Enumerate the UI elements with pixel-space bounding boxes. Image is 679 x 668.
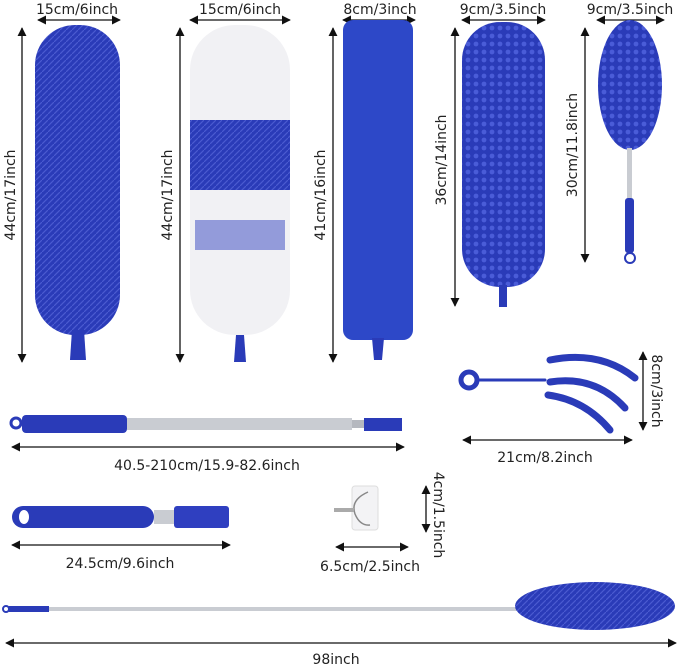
duster2-width-label: 15cm/6inch xyxy=(199,2,281,18)
pad-height-label: 41cm/16inch xyxy=(313,149,329,240)
duster-blue-large xyxy=(35,25,120,360)
chenille-height-label: 36cm/14inch xyxy=(434,114,450,205)
microfiber-pad xyxy=(343,20,413,360)
hook-width-label: 6.5cm/2.5inch xyxy=(320,559,420,575)
duster1-width-label: 15cm/6inch xyxy=(36,2,118,18)
blind-cleaner xyxy=(458,353,639,434)
pad-width-label: 8cm/3inch xyxy=(343,2,416,18)
short-handle xyxy=(12,506,229,528)
pole-length-label: 40.5-210cm/15.9-82.6inch xyxy=(114,458,300,474)
dimension-labels: 15cm/6inch 44cm/17inch 15cm/6inch 44cm/1… xyxy=(3,2,673,668)
assembled-duster xyxy=(2,582,675,630)
telescopic-pole xyxy=(9,415,402,433)
blind-height-label: 8cm/3inch xyxy=(648,354,664,427)
mini-height-label: 30cm/11.8inch xyxy=(565,93,581,197)
duster-white-blue xyxy=(190,25,290,362)
duster2-height-label: 44cm/17inch xyxy=(160,149,176,240)
mini-chenille-duster xyxy=(598,20,662,264)
mini-width-label: 9cm/3.5inch xyxy=(587,2,674,18)
bending-hook xyxy=(334,485,379,531)
dimension-arrows xyxy=(5,15,677,648)
chenille-width-label: 9cm/3.5inch xyxy=(460,2,547,18)
blind-width-label: 21cm/8.2inch xyxy=(497,450,592,466)
handle-length-label: 24.5cm/9.6inch xyxy=(66,556,175,572)
hook-height-label: 4cm/1.5inch xyxy=(430,472,446,559)
duster1-height-label: 44cm/17inch xyxy=(3,149,19,240)
chenille-duster xyxy=(462,22,545,307)
total-length-label: 98inch xyxy=(312,652,359,668)
